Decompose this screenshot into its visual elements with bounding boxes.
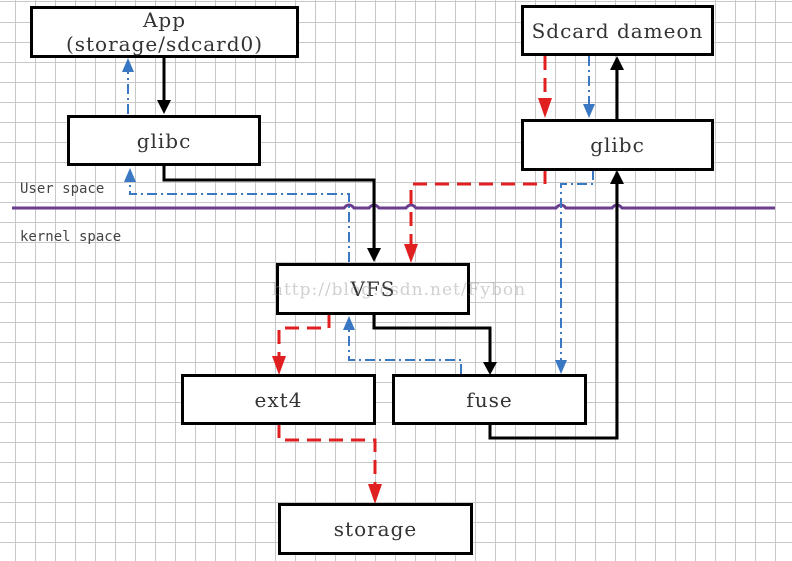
black-arrowhead bbox=[610, 56, 624, 70]
blue-dashdot-vfs-to-glibc bbox=[129, 180, 350, 262]
storage-label: storage bbox=[333, 517, 418, 541]
user-kernel-divider bbox=[12, 203, 775, 210]
red-dashed-ext4-to-storage bbox=[277, 424, 377, 486]
red-dashed-vfs-to-ext4 bbox=[277, 314, 331, 358]
vfs-box[interactable]: VFS bbox=[276, 263, 470, 315]
storage-box[interactable]: storage bbox=[278, 503, 473, 555]
glibc-daemon-box[interactable]: glibc bbox=[521, 119, 714, 171]
sdcard-daemon-box[interactable]: Sdcard dameon bbox=[521, 5, 714, 56]
black-path-fuse-to-glibc bbox=[488, 180, 619, 440]
black-arrowhead bbox=[483, 362, 497, 375]
black-arrowhead bbox=[610, 170, 624, 184]
black-arrowhead bbox=[157, 100, 171, 114]
ext4-box[interactable]: ext4 bbox=[181, 374, 376, 425]
blue-arrowhead bbox=[124, 168, 136, 182]
vfs-label: VFS bbox=[350, 277, 396, 301]
blue-dashdot-fuse-to-vfs bbox=[348, 328, 462, 374]
glibc-user-label: glibc bbox=[136, 128, 192, 153]
blue-arrowhead bbox=[583, 104, 595, 118]
blue-dashdot-glibc-to-fuse bbox=[560, 170, 594, 362]
red-arrowhead bbox=[538, 98, 552, 118]
app-box-subtitle: (storage/sdcard0) bbox=[65, 32, 264, 56]
blue-arrowhead bbox=[555, 360, 567, 374]
glibc-user-box[interactable]: glibc bbox=[67, 115, 261, 166]
fuse-label: fuse bbox=[466, 387, 513, 412]
blue-arrowhead bbox=[343, 316, 355, 330]
sdcard-daemon-label: Sdcard dameon bbox=[531, 18, 704, 43]
user-space-label: User space bbox=[20, 181, 105, 197]
app-box[interactable]: App (storage/sdcard0) bbox=[30, 6, 299, 58]
blue-arrowhead bbox=[122, 58, 134, 72]
red-arrowhead bbox=[404, 244, 418, 263]
glibc-daemon-label: glibc bbox=[590, 133, 645, 157]
black-path-vfs-to-fuse bbox=[372, 314, 492, 366]
red-arrowhead bbox=[272, 356, 286, 375]
ext4-label: ext4 bbox=[254, 387, 303, 412]
black-arrowhead bbox=[367, 248, 381, 262]
red-dashed-glibc-to-vfs bbox=[409, 170, 547, 246]
fuse-box[interactable]: fuse bbox=[392, 374, 587, 425]
kernel-space-label: kernel space bbox=[20, 229, 122, 245]
black-path-glibc-to-vfs bbox=[162, 165, 376, 252]
red-arrowhead bbox=[368, 484, 382, 504]
app-box-title: App bbox=[142, 8, 187, 32]
